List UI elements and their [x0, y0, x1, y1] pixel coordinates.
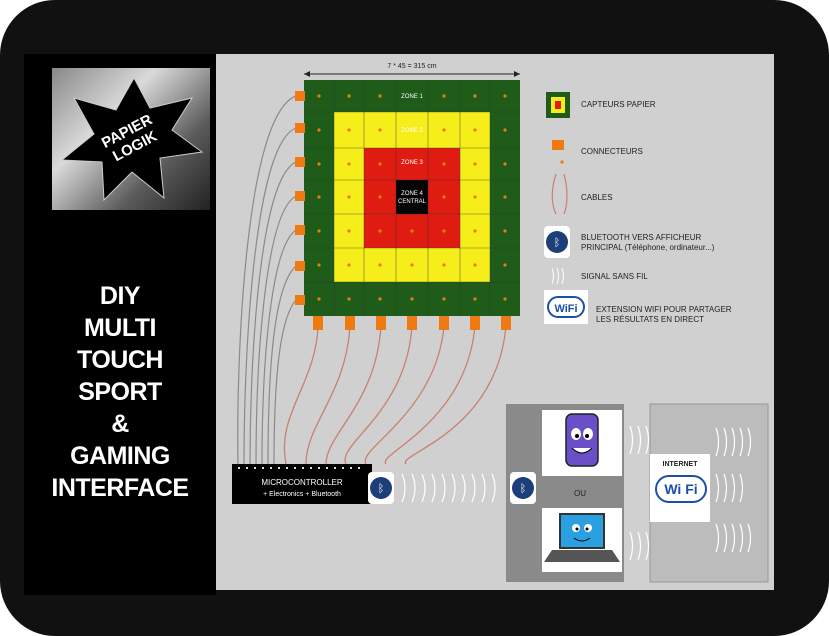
svg-text:ᛒ: ᛒ: [378, 483, 385, 495]
legend-wifi-icon: WiFi: [544, 290, 588, 324]
internet-signal-waves: [715, 427, 752, 553]
zone-2-label: ZONE 2: [401, 128, 423, 134]
laptop-icon: [542, 508, 622, 572]
wifi-logo-text: Wi Fi: [664, 481, 697, 497]
grid-lines: [304, 80, 520, 316]
legend-bluetooth-icon: ᛒ: [544, 226, 570, 258]
or-label: OU: [574, 489, 586, 498]
svg-text:ᛒ: ᛒ: [520, 483, 527, 495]
legend-wifi-line2: LES RÉSULTATS EN DIRECT: [596, 315, 704, 324]
signal-waves-icon: [401, 473, 496, 503]
legend-connector-swatch: [552, 140, 564, 150]
microcontroller-label: MICROCONTROLLER: [261, 478, 343, 487]
legend-cable-icon: [551, 173, 557, 215]
legend-cables: CABLES: [581, 193, 613, 202]
legend-connecteurs: CONNECTEURS: [581, 147, 643, 156]
zone-3-label: ZONE 3: [401, 160, 423, 166]
zone-center: [396, 180, 428, 214]
zone-4-label: ZONE 4: [401, 191, 423, 197]
microcontroller-sublabel: + Electronics + Bluetooth: [263, 491, 341, 498]
legend-capteurs: CAPTEURS PAPIER: [581, 100, 656, 109]
bluetooth-receiver-icon: ᛒ: [510, 472, 536, 504]
bottom-cables: [283, 325, 507, 465]
page-title: DIY MULTI TOUCH SPORT & GAMING INTERFACE: [51, 282, 189, 502]
microcontroller-box: MICROCONTROLLER + Electronics + Bluetoot…: [232, 464, 372, 504]
bluetooth-icon: ᛒ: [368, 472, 394, 504]
internet-label: INTERNET: [663, 461, 699, 468]
legend-bluetooth-line1: BLUETOOTH VERS AFFICHEUR: [581, 233, 702, 242]
svg-text:ᛒ: ᛒ: [554, 237, 561, 249]
left-connectors: [295, 91, 305, 305]
phone-icon: [542, 410, 622, 476]
legend-wifi-line1: EXTENSION WIFI POUR PARTAGER: [596, 305, 732, 314]
legend-bluetooth-line2: PRINCIPAL (Téléphone, ordinateur...): [581, 243, 715, 252]
legend-signal: SIGNAL SANS FIL: [581, 272, 648, 281]
diagram-area: 7 * 45 = 315 cm: [216, 54, 774, 590]
logo-star-icon: [60, 76, 204, 202]
legend-signal-icon: [551, 267, 564, 285]
dimension-label: 7 * 45 = 315 cm: [387, 63, 436, 70]
internet-wifi-icon: INTERNET Wi Fi: [650, 454, 710, 522]
zone-1-label: ZONE 1: [401, 94, 423, 100]
device-signal-waves: [629, 425, 650, 561]
zone-central-label: CENTRAL: [398, 199, 427, 205]
svg-text:WiFi: WiFi: [554, 303, 577, 315]
left-cables: [237, 95, 297, 465]
bottom-connectors: [313, 316, 511, 330]
sensor-dots: [317, 94, 507, 301]
